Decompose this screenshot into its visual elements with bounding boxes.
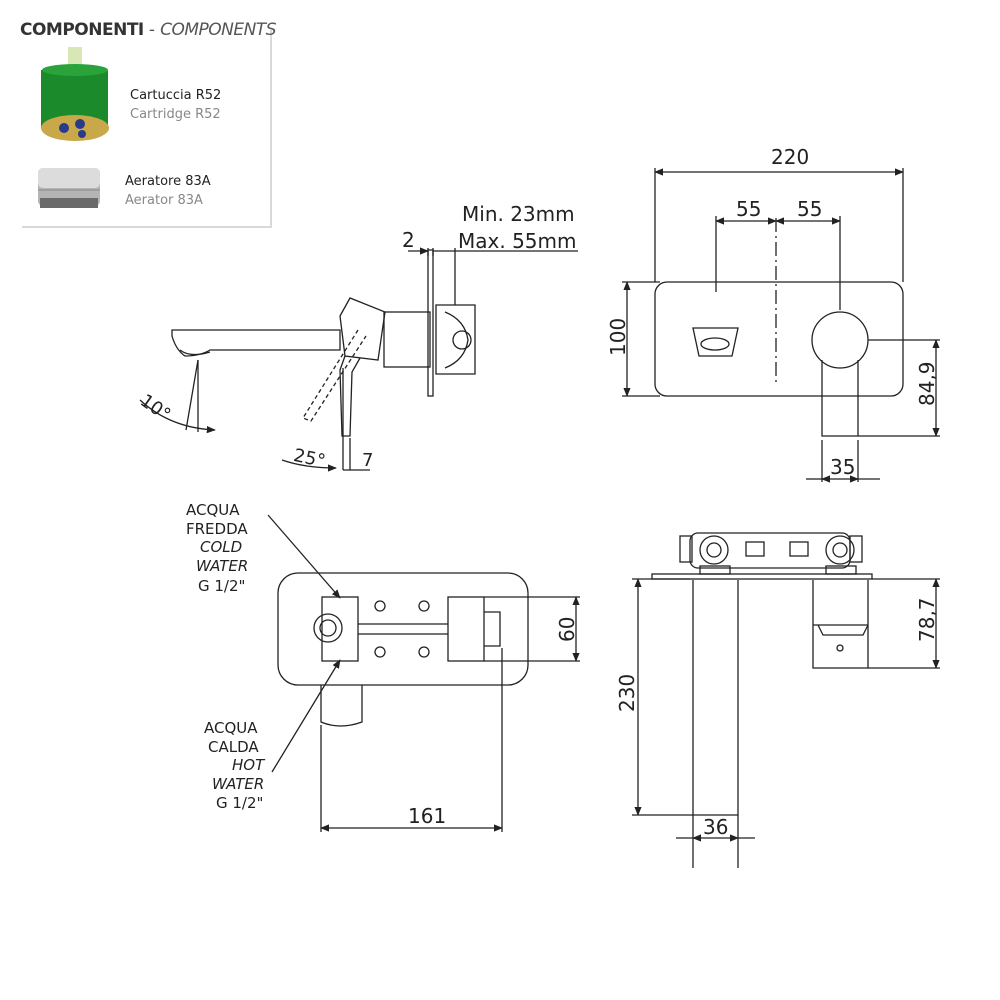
valve-knob (444, 311, 469, 369)
components-box: COMPONENTI - COMPONENTS Cartuccia R52 Ca… (20, 20, 276, 228)
dim-161: 161 (408, 804, 446, 828)
cartridge-name-en: Cartridge R52 (130, 107, 221, 122)
dim-35: 35 (830, 455, 855, 479)
components-title-it: COMPONENTI (20, 20, 144, 40)
dim-84-9: 84,9 (915, 361, 939, 406)
dim-100: 100 (606, 318, 630, 356)
top-plate (277, 572, 529, 686)
hot-water-line-1: ACQUA (204, 719, 258, 737)
cold-water-line-4: WATER (196, 557, 248, 575)
aerator-label: Aeratore 83A Aerator 83A (125, 172, 211, 210)
cold-water-line-1: ACQUA (186, 501, 240, 519)
cold-water-line-3: COLD (200, 538, 242, 556)
top-valve-right (447, 596, 485, 662)
side-view (139, 247, 578, 472)
cold-water-line-2: FREDDA (186, 520, 248, 538)
dim-7: 7 (362, 450, 373, 471)
dim-230: 230 (615, 674, 639, 712)
section-view (632, 532, 940, 868)
top-view (267, 514, 580, 832)
hot-water-line-5: G 1/2" (216, 794, 263, 812)
cartridge-label: Cartuccia R52 Cartridge R52 (130, 86, 221, 124)
aerator-icon (38, 168, 100, 208)
dim-78-7: 78,7 (915, 597, 939, 642)
front-lever (821, 360, 859, 437)
hot-water-label: ACQUA CALDA HOT WATER G 1/2" (204, 719, 266, 812)
dim-36: 36 (703, 815, 728, 839)
aerator-name-en: Aerator 83A (125, 193, 203, 208)
dim-55-right: 55 (797, 197, 822, 221)
section-spout (692, 580, 739, 816)
cold-water-label: ACQUA FREDDA COLD WATER G 1/2" (186, 501, 248, 595)
dim-2: 2 (402, 228, 415, 252)
components-icons (38, 47, 109, 208)
cold-water-line-5: G 1/2" (198, 577, 245, 595)
top-spout (320, 685, 363, 727)
front-spout (692, 327, 739, 357)
front-lever-disc (811, 311, 869, 369)
section-plate (651, 573, 873, 580)
dim-55-left: 55 (736, 197, 761, 221)
spout (171, 329, 341, 357)
wall-plate (427, 249, 434, 397)
hot-water-line-3: HOT (232, 756, 266, 774)
front-view (622, 168, 940, 483)
lever-shaft (339, 355, 361, 437)
dim-220: 220 (771, 145, 809, 169)
top-valve-left (321, 596, 359, 662)
dim-min: Min. 23mm (462, 202, 575, 226)
components-separator: - (148, 20, 155, 40)
side-body (383, 311, 431, 368)
hot-water-line-4: WATER (212, 775, 264, 793)
lever-rotated (302, 329, 367, 422)
section-lever (812, 580, 869, 669)
components-heading: COMPONENTI - COMPONENTS (20, 20, 276, 40)
hot-water-line-2: CALDA (208, 738, 259, 756)
dim-60: 60 (555, 617, 579, 642)
dim-max: Max. 55mm (458, 229, 576, 253)
front-plate (654, 281, 904, 397)
cartridge-name-it: Cartuccia R52 (130, 88, 222, 103)
cartridge-icon (41, 47, 109, 141)
components-title-en: COMPONENTS (160, 20, 276, 40)
lever-handle (339, 297, 386, 361)
angle-10: 10° (136, 390, 174, 426)
aerator-name-it: Aeratore 83A (125, 174, 211, 189)
valve-body (435, 304, 476, 375)
angle-25: 25° (292, 445, 328, 472)
